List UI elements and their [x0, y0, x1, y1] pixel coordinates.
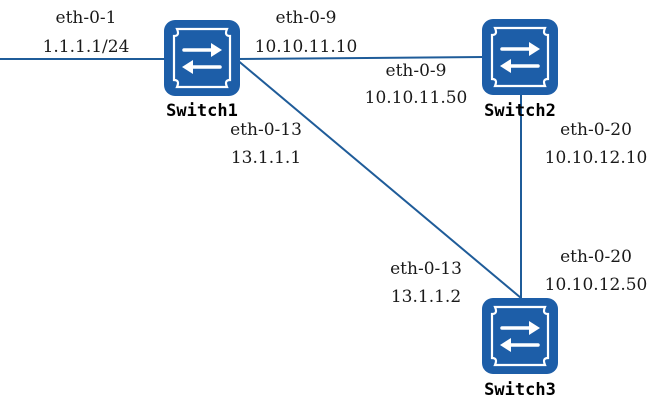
s1-s3-port-b-label: eth-0-13	[390, 259, 462, 279]
s2-s3-ip-a-label: 10.10.12.10	[545, 148, 648, 168]
link-switch1-switch2	[235, 56, 485, 60]
switch-icon	[162, 18, 242, 98]
switch2-label: Switch2	[484, 101, 556, 121]
switch3-label: Switch3	[484, 380, 556, 400]
s1-s2-ip-a-label: 10.10.11.10	[255, 37, 358, 57]
s1-s3-port-a-label: eth-0-13	[230, 120, 302, 140]
s2-s3-port-b-label: eth-0-20	[560, 247, 632, 267]
s1-s2-port-a-label: eth-0-9	[276, 8, 337, 28]
s2-s3-port-a-label: eth-0-20	[560, 120, 632, 140]
s2-s3-ip-b-label: 10.10.12.50	[545, 275, 648, 295]
s1-s3-ip-b-label: 13.1.1.2	[391, 287, 461, 307]
uplink-port-label: eth-0-1	[56, 8, 117, 28]
uplink-ip-label: 1.1.1.1/24	[43, 37, 130, 57]
s1-s2-port-b-label: eth-0-9	[386, 61, 447, 81]
switch-icon	[480, 296, 560, 376]
link-switch1-switch3	[235, 58, 522, 299]
switch1-label: Switch1	[166, 101, 238, 121]
switch2[interactable]: Switch2	[480, 17, 560, 121]
s1-s3-ip-a-label: 13.1.1.1	[231, 148, 301, 168]
switch3[interactable]: Switch3	[480, 296, 560, 400]
switch1[interactable]: Switch1	[162, 18, 242, 121]
switch-icon	[480, 17, 560, 97]
s1-s2-ip-b-label: 10.10.11.50	[365, 88, 468, 108]
